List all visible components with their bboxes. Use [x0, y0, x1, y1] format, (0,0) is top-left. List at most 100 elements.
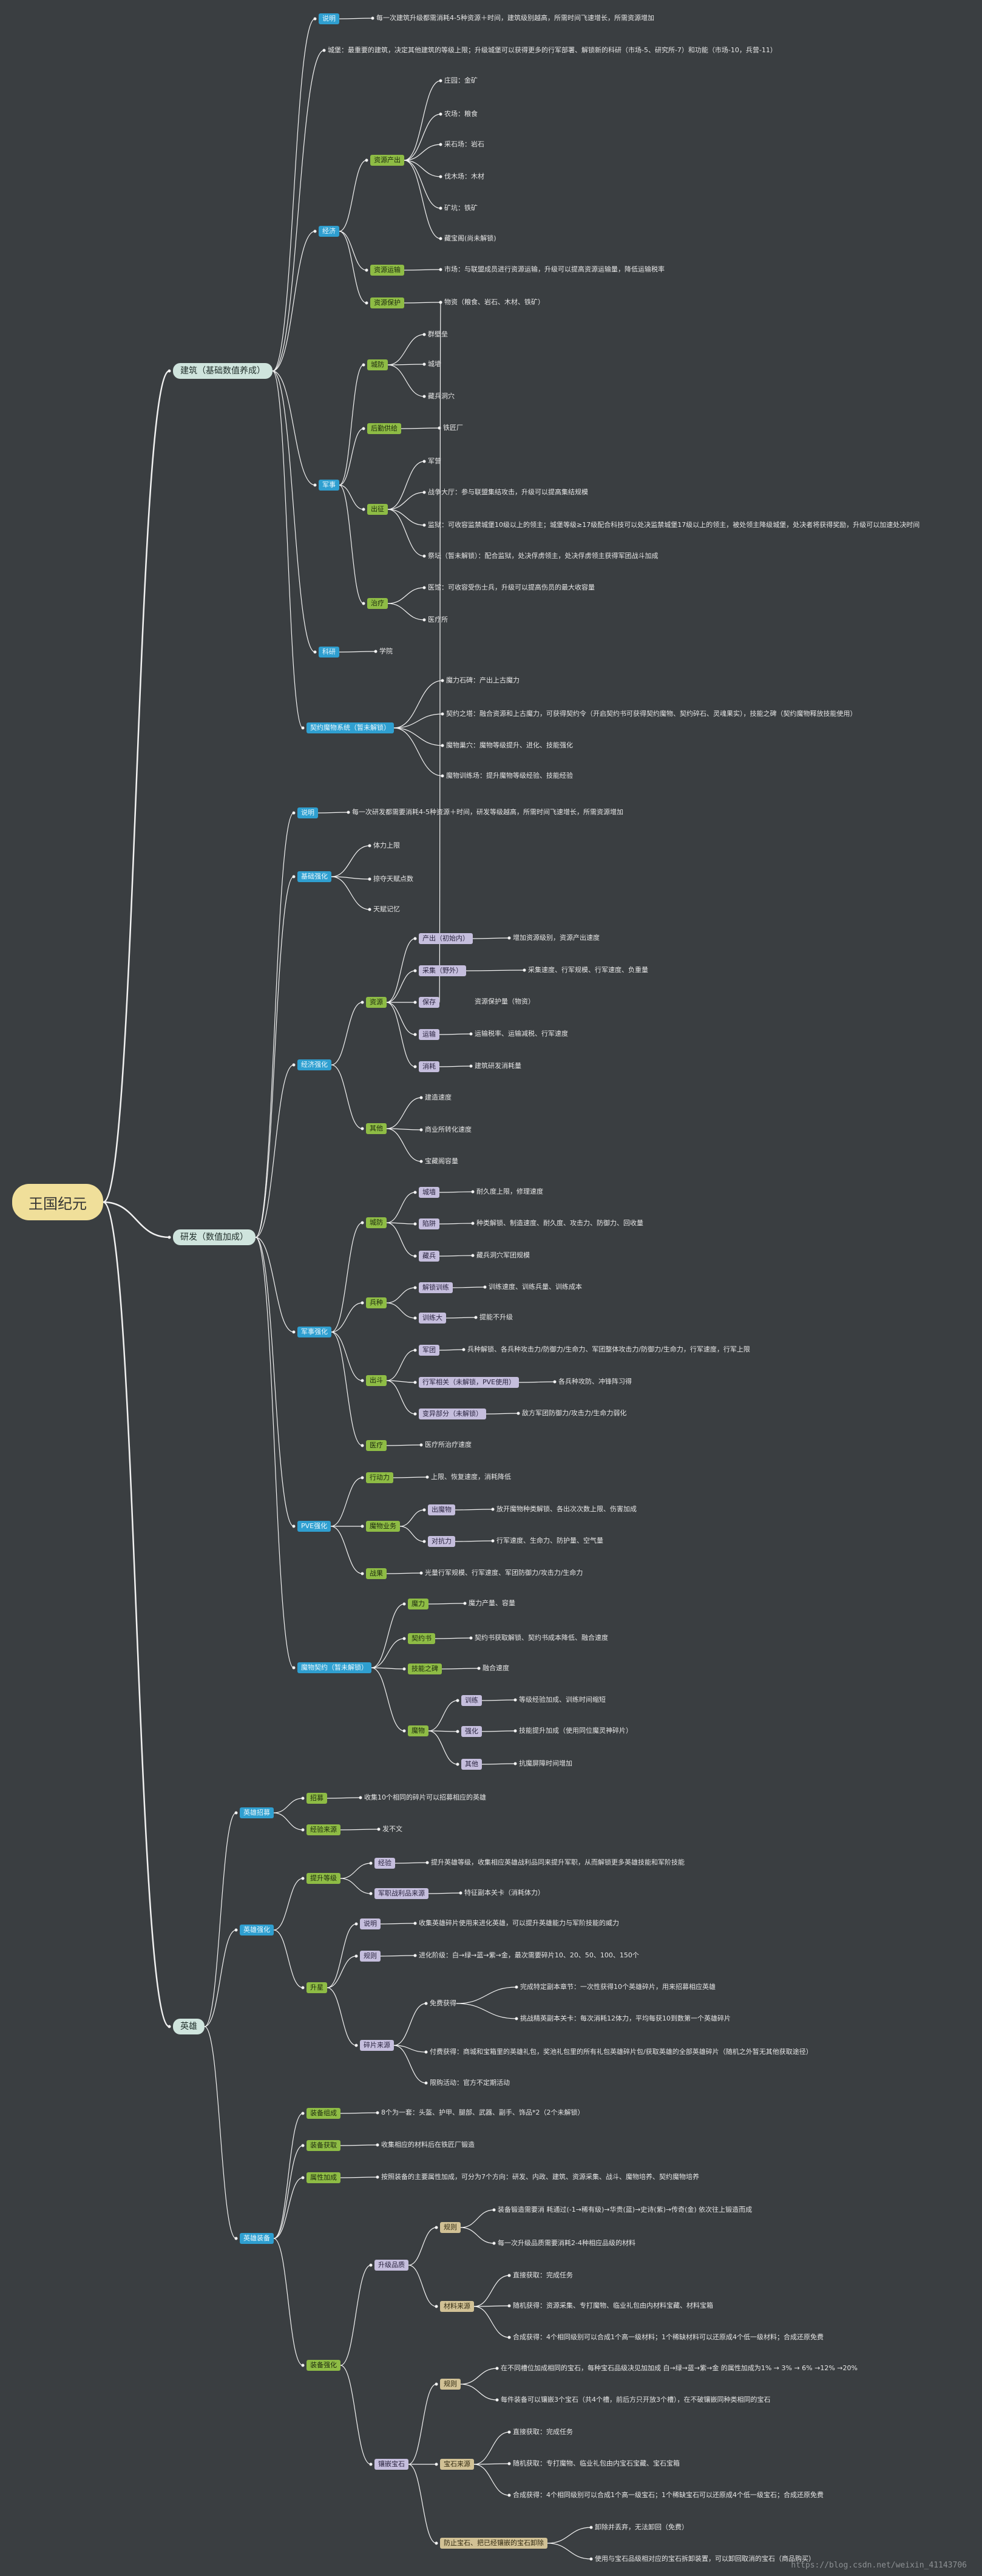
- military-boost-node[interactable]: 军事强化: [297, 1327, 331, 1337]
- connector-bastion-text: [387, 334, 425, 365]
- healing-node[interactable]: 治疗: [367, 598, 388, 609]
- trap-node[interactable]: 陷阱: [419, 1218, 439, 1229]
- recruit-text: 收集10个相同的碎片可以招募相应的英雄: [364, 1793, 486, 1801]
- connector-dot-action-text: [425, 1475, 429, 1479]
- trade-speed-text: 商业所转化速度: [425, 1126, 472, 1133]
- connector-gem-source-1-text: [473, 2432, 510, 2465]
- quality-rule-node[interactable]: 规则: [440, 2222, 461, 2233]
- equip-attr-node[interactable]: 属性加成: [306, 2172, 340, 2183]
- beast-boost-node[interactable]: 强化: [461, 1726, 482, 1737]
- spirit-system-node[interactable]: 契约魔物系统（暂未解锁）: [306, 722, 394, 733]
- mana-node[interactable]: 魔力: [408, 1599, 428, 1609]
- research-branch[interactable]: 研发（数值加成）: [173, 1229, 256, 1245]
- connector-monster-unlock-node: [399, 1509, 425, 1527]
- monster-unlock-text: 放开魔物种类解锁、各出次次数上限、伤害加成: [496, 1505, 637, 1513]
- resource-protect-node[interactable]: 资源保护: [370, 297, 404, 308]
- spirit-research-node[interactable]: 魔物契约（暂未解锁）: [297, 1662, 371, 1673]
- hero-recruit-node[interactable]: 英雄招募: [240, 1807, 274, 1818]
- city-defense-node[interactable]: 城防: [366, 1217, 387, 1228]
- contract-book-node[interactable]: 契约书: [408, 1633, 435, 1644]
- gem-source-1-text: 直接获取：完成任务: [513, 2428, 573, 2436]
- medical-node[interactable]: 医疗: [366, 1440, 387, 1451]
- research-intro-node[interactable]: 说明: [297, 807, 318, 818]
- gathering-node[interactable]: 采集（野外）: [419, 965, 466, 976]
- expedition-node[interactable]: 出征: [367, 504, 388, 515]
- remove-gem-node[interactable]: 防止宝石、把已经镶嵌的宝石卸除: [440, 2538, 547, 2549]
- exp-node[interactable]: 经验: [374, 1858, 395, 1869]
- beast-other-node[interactable]: 其他: [461, 1759, 482, 1770]
- root-node[interactable]: 王国纪元: [12, 1184, 103, 1220]
- transport-node[interactable]: 运输: [419, 1029, 439, 1040]
- connector-dot-action-node: [361, 1476, 364, 1480]
- level-up-node[interactable]: 提升等级: [306, 1873, 340, 1884]
- hero-equipment-node[interactable]: 英雄装备: [240, 2233, 274, 2244]
- exp-source-node[interactable]: 经验来源: [306, 1824, 340, 1835]
- unlock-train-node[interactable]: 解锁训练: [419, 1282, 453, 1293]
- logistics-node[interactable]: 后勤供给: [367, 423, 401, 434]
- resistance-node[interactable]: 对抗力: [428, 1536, 455, 1547]
- economy-boost-node[interactable]: 经济强化: [297, 1059, 331, 1070]
- connector-dot-wall-text: [471, 1190, 475, 1194]
- material-source-node[interactable]: 材料来源: [440, 2301, 474, 2312]
- military-node[interactable]: 军事: [319, 480, 339, 491]
- star-desc-node[interactable]: 说明: [360, 1918, 381, 1929]
- skill-stele-node[interactable]: 技能之碑: [408, 1664, 442, 1674]
- spoils-node[interactable]: 战果: [366, 1568, 387, 1579]
- science-node[interactable]: 科研: [319, 647, 339, 658]
- battle-node[interactable]: 出斗: [366, 1375, 387, 1386]
- resource-node[interactable]: 资源: [366, 997, 387, 1008]
- star-up-node[interactable]: 升星: [306, 1982, 327, 1993]
- production-node[interactable]: 产出（初始内）: [419, 933, 473, 944]
- trap-label: 陷阱: [422, 1220, 436, 1228]
- inlay-gem-label: 镶嵌宝石: [378, 2460, 405, 2468]
- legion-node[interactable]: 军团: [419, 1345, 439, 1356]
- connector-dot-trade-speed-text: [419, 1128, 423, 1132]
- gem-source-node[interactable]: 宝石来源: [440, 2459, 474, 2470]
- resource-transport-node[interactable]: 资源运输: [370, 265, 404, 276]
- recruit-node[interactable]: 招募: [306, 1793, 327, 1804]
- march-related-node[interactable]: 行军相关（未解锁，PVE使用）: [419, 1377, 520, 1388]
- inlay-gem-node[interactable]: 镶嵌宝石: [374, 2459, 408, 2470]
- consumption-node[interactable]: 消耗: [419, 1061, 439, 1072]
- building-branch[interactable]: 建筑（基础数值养成）: [173, 363, 273, 379]
- monster-unlock-node[interactable]: 出魔物: [428, 1504, 455, 1515]
- beast-train-node[interactable]: 训练: [461, 1695, 482, 1706]
- training-hall-node[interactable]: 训练大: [419, 1313, 446, 1324]
- storage-node[interactable]: 保存: [419, 997, 439, 1008]
- connector-dot-free-get-text: [424, 2002, 428, 2005]
- wall-node[interactable]: 城墙: [419, 1187, 439, 1198]
- inlay-rule-node[interactable]: 规则: [440, 2379, 461, 2390]
- beast-node[interactable]: 魔物: [408, 1725, 428, 1736]
- troop-type-node[interactable]: 兵种: [366, 1297, 387, 1308]
- loot-source-node[interactable]: 军职战利品来源: [374, 1888, 428, 1899]
- connector-dot-hidden-barracks-text: [422, 395, 426, 398]
- star-rule-node[interactable]: 规则: [360, 1951, 381, 1962]
- hide-node[interactable]: 藏兵: [419, 1251, 439, 1262]
- equip-set-node[interactable]: 装备组成: [306, 2108, 340, 2119]
- pve-boost-node[interactable]: PVE强化: [297, 1521, 331, 1532]
- equip-boost-node[interactable]: 装备强化: [306, 2360, 340, 2371]
- equip-attr-label: 属性加成: [310, 2173, 337, 2181]
- defense-node[interactable]: 城防: [367, 359, 388, 370]
- equip-boost-label: 装备强化: [310, 2361, 337, 2369]
- connector-dot-talent-points-text: [368, 877, 371, 881]
- basic-boost-node[interactable]: 基础强化: [297, 871, 331, 882]
- quality-up-node[interactable]: 升级品质: [374, 2260, 408, 2271]
- connector-hide-node: [386, 1222, 416, 1257]
- hero-growth-node[interactable]: 英雄强化: [240, 1925, 274, 1935]
- economy-node[interactable]: 经济: [319, 226, 339, 237]
- other-node[interactable]: 其他: [366, 1123, 387, 1134]
- monster-business-node[interactable]: 魔物业务: [366, 1521, 400, 1532]
- shard-source-node[interactable]: 碎片来源: [360, 2040, 394, 2051]
- equip-get-node[interactable]: 装备获取: [306, 2140, 340, 2151]
- hero-branch[interactable]: 英雄: [173, 2019, 205, 2034]
- connector-dot-defense-node: [362, 363, 365, 367]
- connector-dot-star-up-node: [301, 1986, 305, 1990]
- building-intro-node[interactable]: 说明: [319, 13, 339, 24]
- connector-transport-node: [386, 1002, 416, 1035]
- resource-production-node[interactable]: 资源产出: [370, 155, 404, 166]
- action-label: 行动力: [370, 1473, 390, 1481]
- inlay-rule-2-text: 每件装备可以镶嵌3个宝石（共4个槽，前后方只开放3个槽），在不破镶嵌同种类相同的…: [501, 2396, 771, 2404]
- mutation-node[interactable]: 变异部分（未解锁）: [419, 1409, 486, 1419]
- action-node[interactable]: 行动力: [366, 1472, 393, 1483]
